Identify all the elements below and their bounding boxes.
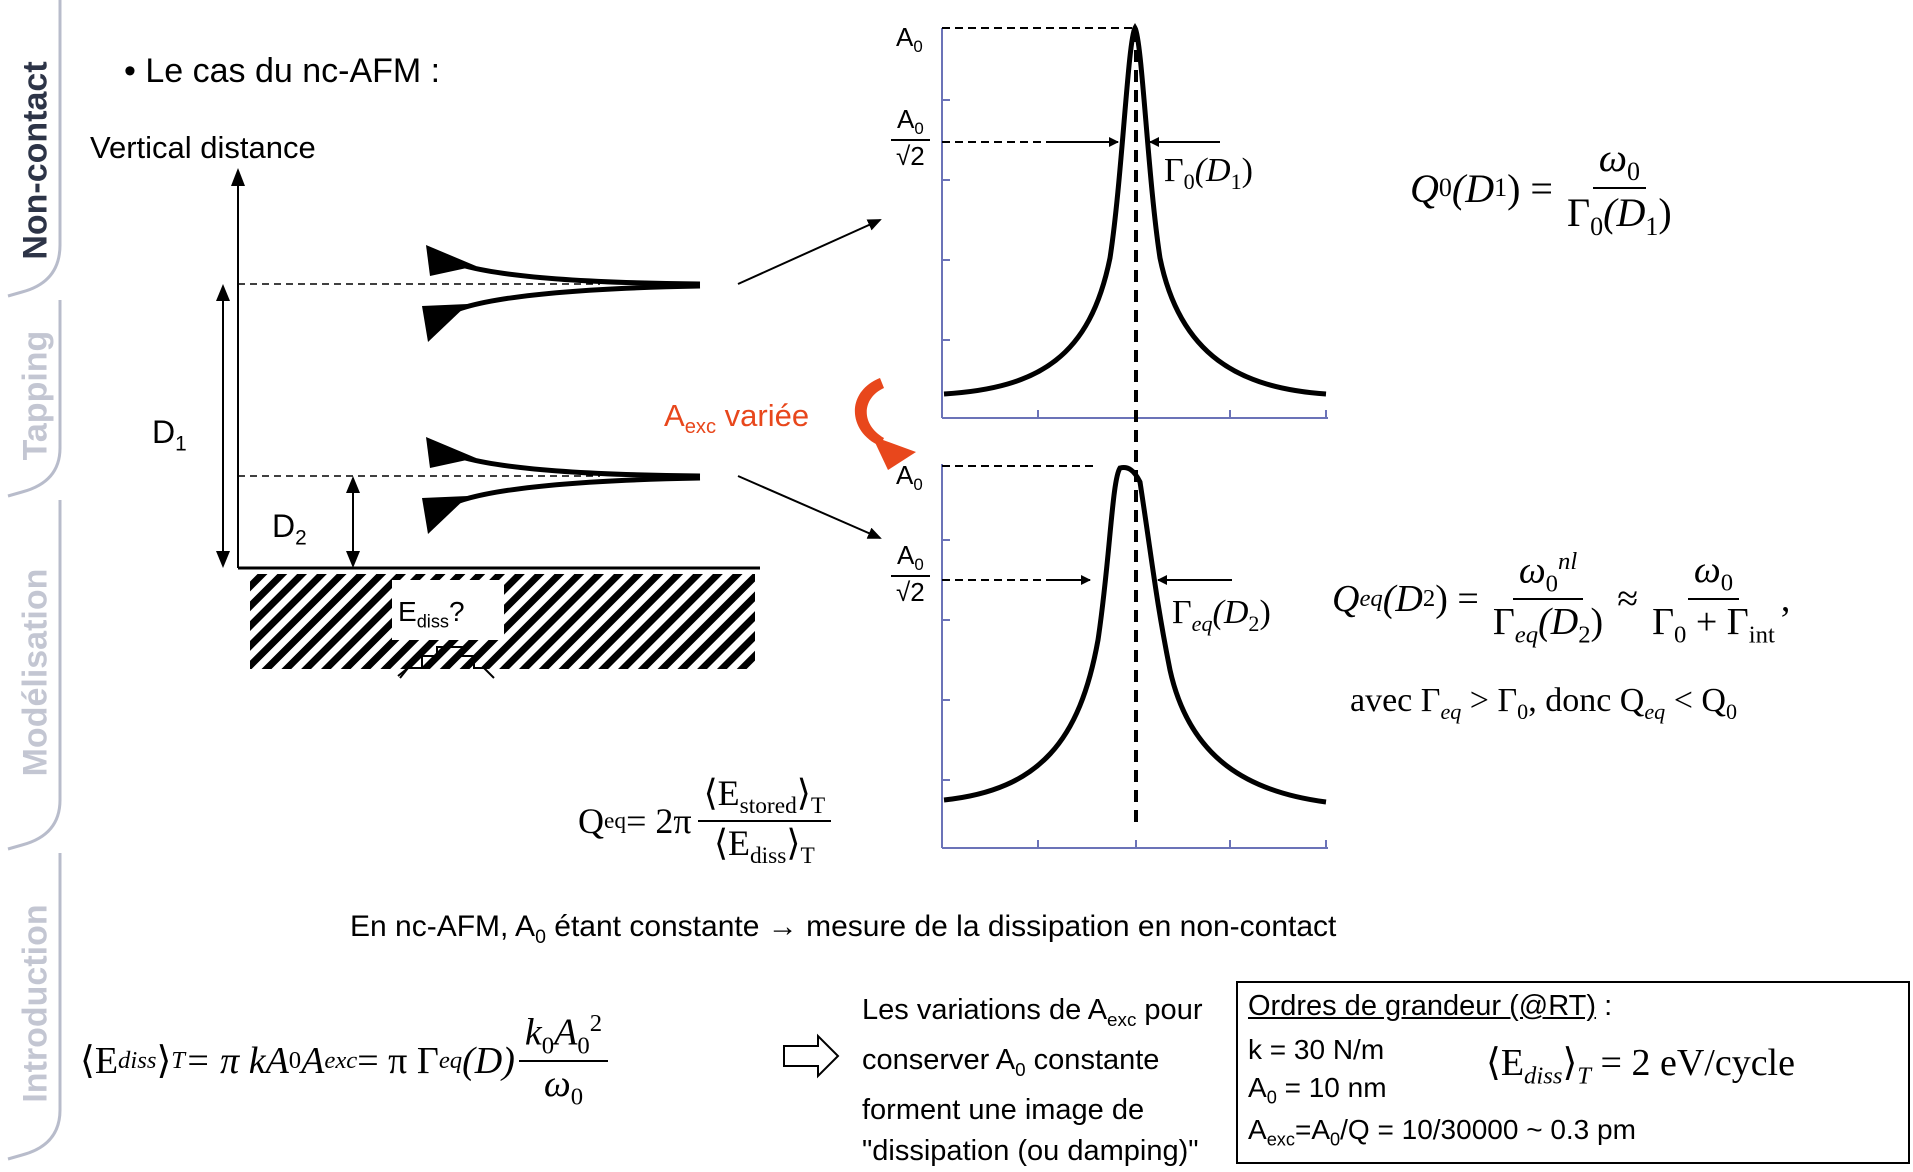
pointer-arrow-top <box>737 219 882 285</box>
magnitudes-a0: A0 = 10 nm <box>1248 1072 1387 1108</box>
magnitudes-box <box>1236 981 1910 1164</box>
bottom-a0-sqrt2-label: A0√2 <box>890 540 931 608</box>
resonance-curve-bottom <box>943 465 1327 805</box>
dissipation-wiggle-icon <box>397 646 495 679</box>
d1-arrow <box>216 284 230 568</box>
variation-curved-arrow-icon <box>854 378 916 470</box>
implies-arrow-icon <box>783 1033 840 1079</box>
top-a0-sqrt2-label: A0√2 <box>890 104 931 172</box>
dissipation-statement: En nc-AFM, A0 étant constante → mesure d… <box>350 910 1337 948</box>
cantilever-bottom <box>422 437 701 534</box>
top-gamma-label: Γ0(D1) <box>1164 152 1253 194</box>
resonance-curve-top <box>943 22 1327 397</box>
pointer-arrow-bottom <box>737 475 882 539</box>
sidebar-border <box>7 0 62 1161</box>
magnitudes-aexc: Aexc=A0/Q = 10/30000 ~ 0.3 pm <box>1248 1114 1636 1150</box>
ediss-label: Ediss? <box>398 596 465 632</box>
explanation-text: Les variations de Aexc pour conserver A0… <box>862 994 1203 1167</box>
top-a0-label: A0 <box>896 22 923 57</box>
sidebar: Non-contact Tapping Modélisation Introdu… <box>0 0 80 1167</box>
slide-heading: • Le cas du nc-AFM : <box>124 52 441 90</box>
vertical-axis <box>231 168 245 568</box>
d1-label: D1 <box>152 414 187 456</box>
ediss-label-box <box>392 580 504 640</box>
d2-arrow <box>346 476 360 568</box>
formula-qeq-condition: avec Γeq > Γ0, donc Qeq < Q0 <box>1350 682 1737 724</box>
resonance-plot-bottom <box>941 464 1328 849</box>
magnitudes-title: Ordres de grandeur (@RT) : <box>1248 990 1613 1022</box>
magnitudes-k: k = 30 N/m <box>1248 1034 1385 1065</box>
cantilever-top <box>422 245 701 342</box>
bottom-a0-label: A0 <box>896 460 923 495</box>
aexc-variation-label: Aexc variée <box>664 398 810 439</box>
bottom-gamma-label: Γeq(D2) <box>1172 594 1271 636</box>
d2-label: D2 <box>272 508 307 550</box>
magnitudes-ediss: ⟨Ediss⟩T = 2 eV/cycle <box>1486 1042 1795 1090</box>
vertical-distance-label: Vertical distance <box>90 130 316 165</box>
